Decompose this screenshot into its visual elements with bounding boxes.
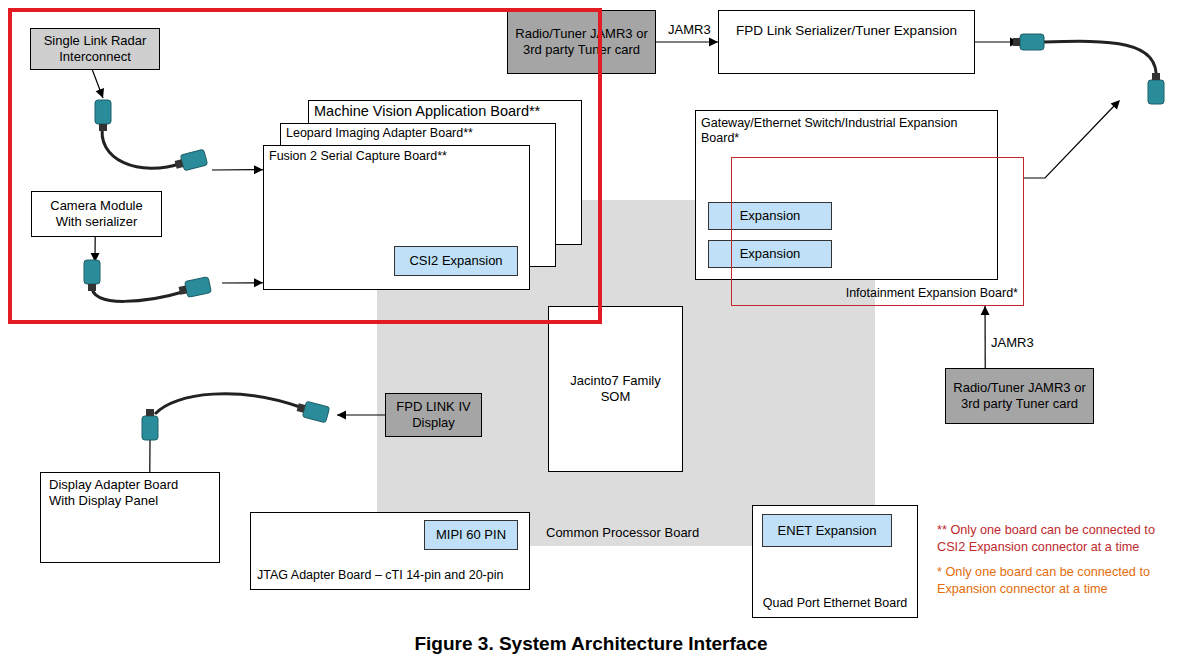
node-label: FPD LINK IV Display: [391, 399, 476, 431]
connector-tail: [99, 124, 107, 131]
connector-body: [84, 260, 100, 284]
connector-body: [1148, 80, 1164, 104]
fakra-connector: [95, 100, 111, 131]
note-text: ** Only one board can be connected to CS…: [937, 522, 1180, 555]
node-label: Fusion 2 Serial Capture Board**: [269, 149, 447, 164]
connector-body: [302, 401, 329, 423]
connector-tail: [1152, 73, 1160, 80]
node-label: Single Link Radar Interconnect: [36, 33, 154, 65]
arrow-head: [91, 253, 100, 262]
note-text: * Only one board can be connected to Exp…: [937, 564, 1180, 597]
node-label: CSI2 Expansion: [409, 253, 502, 269]
expansion-board: Infotainment Expansion Board*: [731, 157, 1024, 306]
display-board: Display Adapter Board With Display Panel: [40, 472, 220, 563]
leader-line: [1024, 106, 1114, 178]
node-label: Display Adapter Board With Display Panel: [49, 477, 199, 509]
expansion-connector: MIPI 60 PIN: [424, 520, 518, 550]
cable: [1044, 41, 1156, 80]
connector-line: [656, 41, 718, 42]
cable: [92, 284, 186, 301]
node-label: Quad Port Ethernet Board: [763, 596, 908, 611]
fakra-connector: [1148, 73, 1164, 104]
connector: [92, 70, 263, 174]
fakra-connector: [84, 260, 100, 291]
arrow-head: [337, 411, 346, 420]
node-label: Camera Module With serializer: [44, 198, 149, 230]
node-label: Leopard Imaging Adapter Board**: [286, 126, 473, 141]
expansion-connector: CSI2 Expansion: [394, 246, 518, 276]
cable: [102, 124, 182, 168]
expansion-board: Gateway/Ethernet Switch/Industrial Expan…: [695, 110, 998, 280]
connector: [981, 306, 990, 368]
connector-body: [95, 100, 111, 124]
connector-line: [95, 237, 263, 283]
connector-tail: [179, 286, 188, 295]
source-box: Single Link Radar Interconnect: [30, 28, 160, 70]
connector-line: [150, 415, 385, 472]
connector-tail: [88, 284, 96, 291]
board-box: Fusion 2 Serial Capture Board** CSI2 Expa…: [263, 145, 530, 290]
leader-line: [975, 41, 1012, 42]
connector-tail: [175, 159, 184, 169]
expansion-box: FPD Link Serializer/Tuner Expansion: [718, 10, 975, 74]
arrow-head: [1111, 100, 1120, 110]
connector-body: [185, 277, 212, 298]
node-label: Jacinto7 Family SOM: [561, 373, 671, 405]
tuner-card: Radio/Tuner JAMR3 or 3rd party Tuner car…: [507, 10, 656, 74]
figure-caption: Figure 3. System Architecture Interface: [0, 633, 1182, 655]
fakra-connector: [142, 409, 158, 440]
connector: [656, 38, 718, 47]
tuner-card: Radio/Tuner JAMR3 or 3rd party Tuner car…: [945, 368, 1094, 424]
fakra-connector: [174, 149, 208, 172]
expansion-connector: ENET Expansion: [762, 514, 892, 547]
node-label: Expansion: [740, 246, 801, 262]
fakra-connector: [296, 399, 330, 422]
arrow-head: [981, 306, 990, 315]
connector-body: [180, 149, 207, 171]
ethernet-board: Quad Port Ethernet Board ENET Expansion: [752, 505, 918, 618]
arrow-head: [1010, 38, 1019, 47]
connector: [91, 237, 263, 287]
display-port: FPD LINK IV Display: [385, 393, 482, 437]
node-label: JTAG Adapter Board – cTI 14-pin and 20-p…: [257, 568, 503, 583]
edge-label: JAMR3: [668, 22, 711, 37]
connector-body: [142, 416, 158, 440]
node-label: ENET Expansion: [778, 523, 877, 539]
connector: [150, 411, 385, 473]
arrow-head: [254, 165, 263, 174]
connector-tail: [146, 409, 154, 416]
expansion-connector: Expansion: [708, 240, 832, 268]
node-label: Radio/Tuner JAMR3 or 3rd party Tuner car…: [950, 380, 1090, 412]
cable: [155, 394, 303, 414]
connector-tail: [1013, 38, 1020, 46]
edge-label: JAMR3: [991, 335, 1034, 350]
connector-line: [92, 70, 263, 170]
node-label: Infotainment Expansion Board*: [846, 286, 1018, 301]
node-label: Expansion: [740, 208, 801, 224]
source-box: Camera Module With serializer: [31, 191, 162, 237]
expansion-connector: Expansion: [708, 202, 832, 230]
fakra-connector: [178, 277, 212, 299]
node-label: Gateway/Ethernet Switch/Industrial Expan…: [701, 116, 992, 147]
soc-module: Jacinto7 Family SOM: [548, 306, 683, 472]
arrow-head: [254, 278, 263, 287]
fakra-connector: [1013, 34, 1044, 50]
connector-body: [1020, 34, 1044, 50]
adapter-board: JTAG Adapter Board – cTI 14-pin and 20-p…: [250, 512, 530, 590]
node-label: Common Processor Board: [546, 525, 699, 541]
node-label: Radio/Tuner JAMR3 or 3rd party Tuner car…: [512, 26, 652, 58]
connector-line: [984, 306, 985, 368]
node-label: MIPI 60 PIN: [436, 527, 506, 543]
arrow-head: [709, 38, 718, 47]
node-label: Machine Vision Application Board**: [314, 103, 540, 121]
node-label: FPD Link Serializer/Tuner Expansion: [736, 23, 957, 39]
connector-tail: [297, 403, 306, 413]
arrow-head: [96, 88, 104, 98]
